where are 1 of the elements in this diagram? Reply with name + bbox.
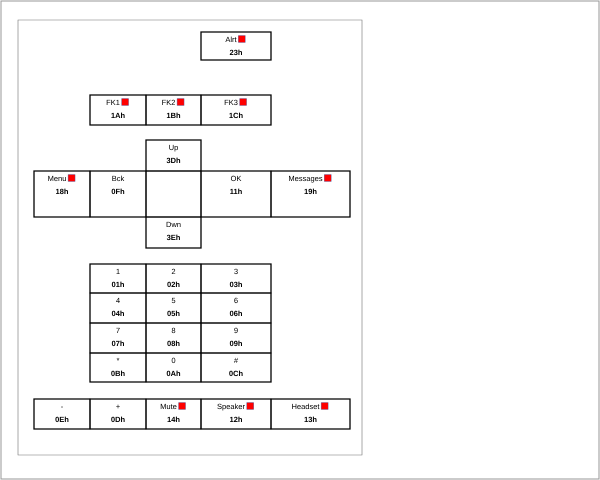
blank-key-box bbox=[145, 170, 202, 218]
